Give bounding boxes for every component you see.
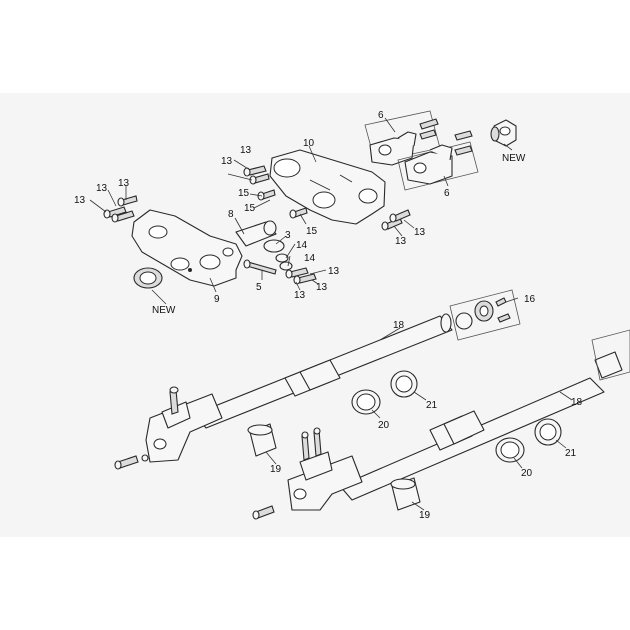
seals-and-bushings: [247, 370, 562, 511]
fork-leg-lower: [252, 351, 623, 520]
label-14-b: 14: [304, 253, 316, 264]
label-13-e: 13: [74, 195, 86, 206]
label-5: 5: [256, 282, 262, 293]
bolt-13-top: [243, 165, 267, 177]
handlebar-clamp-lower: [397, 130, 479, 191]
steering-bearing-left: [133, 267, 163, 289]
bushing-20-b: [495, 437, 525, 463]
label-19-a: 19: [270, 464, 282, 475]
bushing-19-b: [390, 477, 421, 511]
bushing-19-a: [247, 423, 277, 457]
label-new-bearing: NEW: [152, 305, 176, 316]
label-13-c: 13: [96, 183, 108, 194]
bolts-group: [103, 165, 411, 285]
fork-leg-upper: [114, 313, 453, 470]
label-13-i: 13: [395, 236, 407, 247]
part-number-labels: 6 6 10 13 13 13 13 13 15 15 15 8 3 14 14…: [74, 110, 583, 521]
label-10: 10: [303, 138, 315, 149]
label-6-top: 6: [378, 110, 384, 121]
label-15-b: 15: [244, 203, 256, 214]
upper-triple-clamp: [269, 149, 386, 225]
bolt-15-a: [257, 189, 276, 201]
label-21-b: 21: [565, 448, 577, 459]
label-18-a: 18: [393, 320, 405, 331]
label-20-a: 20: [378, 420, 390, 431]
label-13-g: 13: [316, 282, 328, 293]
bolt-15-b: [289, 207, 308, 219]
label-new-nut: NEW: [502, 153, 526, 164]
bolt-13-top-b: [249, 173, 270, 185]
leader-lines: [89, 117, 573, 511]
seal-21-a: [390, 370, 418, 398]
bolt-left-3: [117, 195, 138, 207]
label-13-b: 13: [240, 145, 252, 156]
label-6-bottom: 6: [444, 188, 450, 199]
pin-5: [243, 259, 277, 275]
bolt-left-2: [111, 210, 135, 223]
label-21-a: 21: [426, 400, 438, 411]
label-3: 3: [285, 230, 291, 241]
label-15-c: 15: [306, 226, 318, 237]
lower-triple-clamp: [131, 209, 243, 287]
bushing-20-a: [351, 389, 381, 415]
label-16: 16: [524, 294, 536, 305]
handlebar-clamp-upper: [364, 110, 441, 166]
label-13-a: 13: [221, 156, 233, 167]
label-13-h: 13: [294, 290, 306, 301]
label-18-b: 18: [571, 397, 583, 408]
label-13-d: 13: [118, 178, 130, 189]
washer-14-b: [279, 261, 293, 271]
label-15-a: 15: [238, 188, 250, 199]
label-19-b: 19: [419, 510, 431, 521]
label-14-a: 14: [296, 240, 308, 251]
bolt-13-right-b: [389, 209, 411, 223]
label-9: 9: [214, 294, 220, 305]
stem-nut-right: [490, 119, 517, 147]
label-8: 8: [228, 209, 234, 220]
washer-14-a: [275, 253, 289, 263]
label-20-b: 20: [521, 468, 533, 479]
label-13-f: 13: [328, 266, 340, 277]
steering-stem: [235, 220, 285, 253]
label-13-j: 13: [414, 227, 426, 238]
seal-21-b: [534, 418, 562, 446]
bolt-13-lower-b: [293, 273, 317, 285]
